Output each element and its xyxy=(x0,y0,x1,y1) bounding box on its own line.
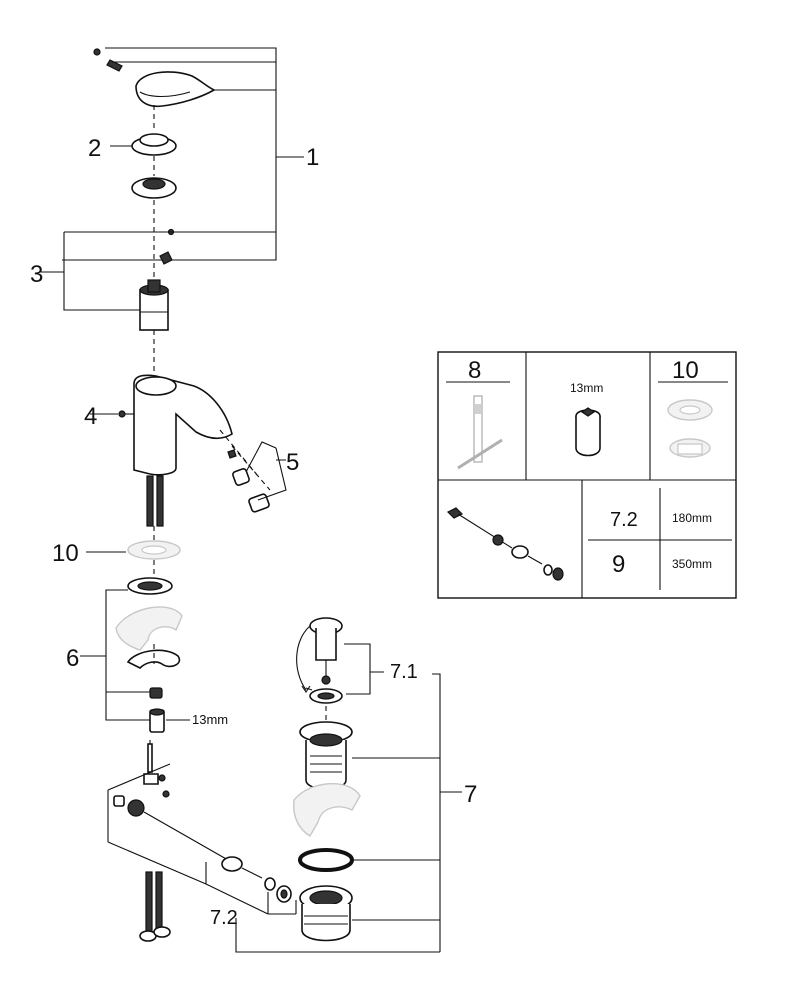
callout-4: 4 xyxy=(84,403,97,430)
legend-callout-8: 8 xyxy=(468,357,481,384)
callout-2: 2 xyxy=(88,135,101,162)
legend-callout-7-2: 7.2 xyxy=(610,509,638,531)
callout-3: 3 xyxy=(30,261,43,288)
cap-ring xyxy=(131,133,177,156)
legend-length-7-2: 180mm xyxy=(672,511,712,525)
leader-7-2-frame xyxy=(107,763,297,915)
pivot-nut xyxy=(113,795,145,817)
callout-5: 5 xyxy=(286,449,299,476)
socket-wrench-icon xyxy=(575,407,601,457)
cartridge xyxy=(139,279,169,331)
callout-6: 6 xyxy=(66,645,79,672)
rotate-arrow xyxy=(296,625,311,691)
grub-screw xyxy=(93,48,123,72)
key-tool-icon xyxy=(457,395,503,470)
small-screw xyxy=(159,228,175,265)
callout-7-2: 7.2 xyxy=(210,907,238,929)
pivot-ball xyxy=(221,856,263,879)
mounting-nut-small xyxy=(149,687,163,699)
callout-1: 1 xyxy=(306,144,319,171)
legend-wrench-size: 13mm xyxy=(570,381,603,395)
faucet-body xyxy=(118,374,233,476)
callout-10: 10 xyxy=(52,540,79,567)
base-gasket xyxy=(127,540,181,560)
legend-length-9: 350mm xyxy=(672,557,712,571)
size-label-13mm: 13mm xyxy=(192,712,228,727)
callout-7: 7 xyxy=(464,781,477,808)
drain-body xyxy=(299,721,353,790)
flex-hoses xyxy=(139,871,171,942)
legend-gasket-icon xyxy=(667,399,713,458)
aerator-axis xyxy=(219,429,271,491)
leader-6-bracket xyxy=(105,589,150,721)
leader-7-1-bracket xyxy=(344,643,384,695)
supply-pipes xyxy=(146,475,164,527)
legend-table xyxy=(437,351,737,599)
legend-callout-10: 10 xyxy=(672,357,699,384)
lever-handle xyxy=(135,71,216,108)
pivot-rod xyxy=(143,811,229,861)
pivot-washers xyxy=(264,877,292,903)
countertop-ghost xyxy=(115,606,183,651)
leader-7-spine xyxy=(432,673,441,952)
drain-nut xyxy=(299,885,353,942)
plug-seal xyxy=(309,688,343,704)
basin-ghost xyxy=(293,783,361,837)
leader-5-bracket xyxy=(245,441,287,501)
drain-gasket xyxy=(298,848,354,872)
legend-rod-icon xyxy=(446,507,564,581)
leader-3-bracket xyxy=(63,232,140,311)
lift-rod-clevis xyxy=(143,743,170,798)
aerator xyxy=(227,449,270,513)
mounting-ring xyxy=(127,577,173,595)
legend-callout-9: 9 xyxy=(612,551,625,578)
mounting-horseshoe xyxy=(126,644,181,669)
cartridge-nut xyxy=(131,177,177,199)
mounting-nut-13mm xyxy=(149,708,165,733)
callout-7-1: 7.1 xyxy=(390,661,418,683)
popup-plug xyxy=(309,617,343,685)
leader-7-2-link xyxy=(235,918,440,953)
